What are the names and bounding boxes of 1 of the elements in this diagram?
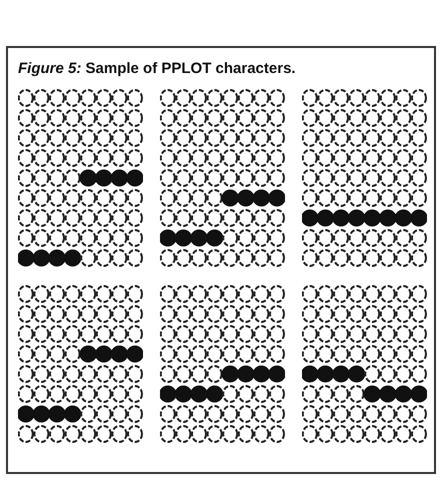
figure-title: Figure 5: Sample of PPLOT characters. bbox=[18, 60, 296, 77]
